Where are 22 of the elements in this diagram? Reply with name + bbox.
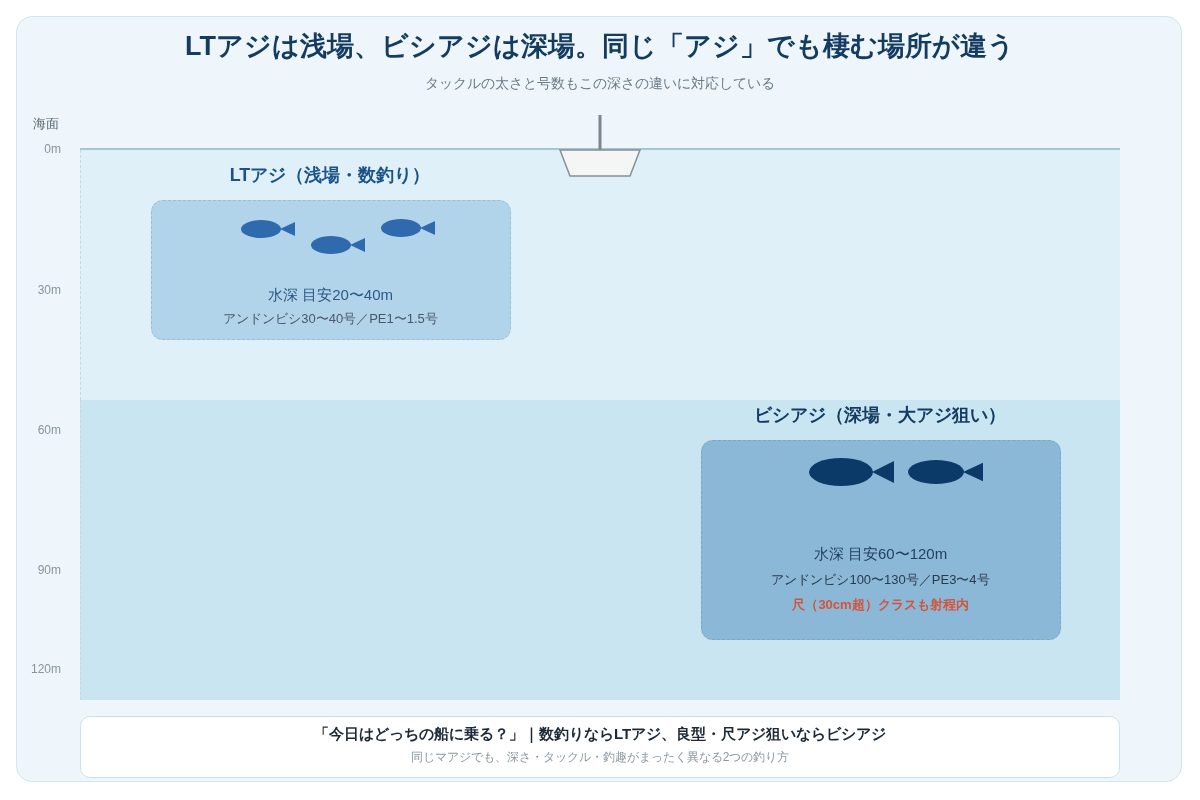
depth-text: 水深 目安60〜120m xyxy=(813,544,948,564)
title: LTアジは浅場、ビシアジは深場。同じ「アジ」でも棲む場所が違う xyxy=(185,30,1015,63)
zone-heading: ビシアジ（深場・大アジ狙い） xyxy=(754,404,1006,427)
water-band xyxy=(80,150,1120,400)
depth-tick-label: 30m xyxy=(37,283,61,298)
zone-heading: LTアジ（浅場・数釣り） xyxy=(229,164,431,187)
summary-box xyxy=(80,716,1120,778)
note-text: 尺（30cm超）クラスも射程内 xyxy=(792,596,969,613)
dashed-box xyxy=(151,200,511,340)
depth-text: 水深 目安20〜40m xyxy=(268,285,393,305)
axis-title: 海面 xyxy=(33,116,59,133)
depth-tick-label: 90m xyxy=(37,563,61,578)
tackle-text: アンドンビシ100〜130号／PE3〜4号 xyxy=(771,571,990,588)
depth-tick-label: 60m xyxy=(37,423,61,438)
summary-text: 「今日はどっちの船に乗る？」｜数釣りならLTアジ、良型・尺アジ狙いならビシアジ xyxy=(313,725,887,744)
subtitle: タックルの太さと号数もこの深さの違いに対応している xyxy=(425,75,775,93)
water-band xyxy=(80,400,1120,700)
byline-text: 同じマアジでも、深さ・タックル・釣趣がまったく異なる2つの釣り方 xyxy=(410,750,790,765)
depth-tick-label: 0m xyxy=(44,142,61,157)
depth-tick-label: 120m xyxy=(30,662,61,677)
tackle-text: アンドンビシ30〜40号／PE1〜1.5号 xyxy=(223,310,438,327)
dashed-box xyxy=(701,440,1061,640)
